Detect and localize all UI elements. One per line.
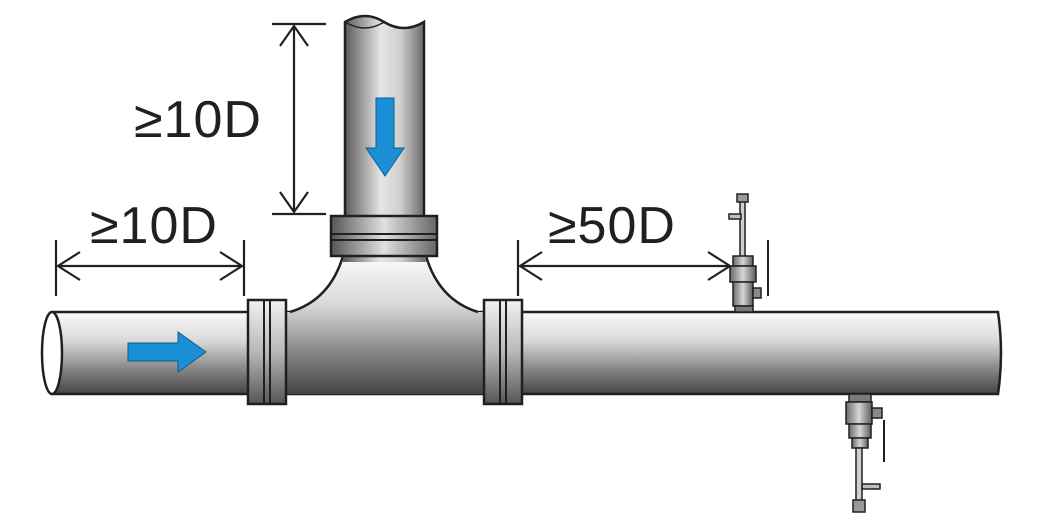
flow-arrow-icon (127, 331, 207, 373)
right-flange (482, 298, 524, 406)
upstream-length-label: ≥10D (90, 197, 218, 255)
tee-fitting (262, 240, 498, 394)
vertical-flange (329, 214, 439, 258)
probe-valve-icon (845, 393, 885, 513)
vertical-branch-length-label: ≥10D (134, 91, 262, 149)
flow-arrow-icon (365, 97, 405, 177)
dimension-vertical (272, 22, 326, 216)
probe-valve-icon (728, 193, 769, 313)
left-flange (246, 298, 288, 406)
dimension-upstream (54, 240, 246, 296)
downstream-length-label: ≥50D (548, 197, 676, 255)
